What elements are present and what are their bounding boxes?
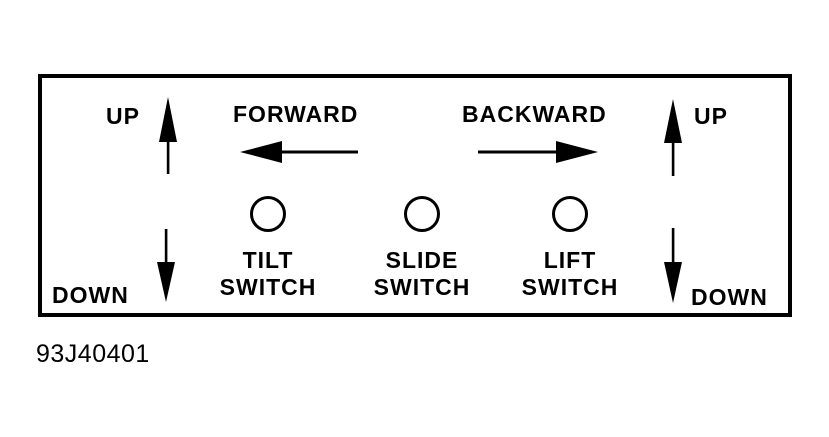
slide-switch-label-line2: SWITCH xyxy=(373,274,471,300)
down-label-left: DOWN xyxy=(52,282,129,308)
slide-switch-button xyxy=(404,196,440,232)
tilt-switch-label-line1: TILT xyxy=(242,247,294,273)
figure-code: 93J40401 xyxy=(36,340,150,368)
up-arrow-icon-right xyxy=(661,99,685,176)
tilt-switch-label: TILT SWITCH xyxy=(188,247,348,301)
forward-arrow-icon xyxy=(240,139,358,165)
tilt-switch-button xyxy=(250,196,286,232)
up-label-right: UP xyxy=(694,103,728,129)
lift-switch-label-line2: SWITCH xyxy=(521,274,619,300)
lift-switch-button xyxy=(552,196,588,232)
slide-switch-label-line1: SLIDE xyxy=(385,247,459,273)
lift-switch-label-line1: LIFT xyxy=(543,247,597,273)
down-label-right: DOWN xyxy=(691,284,768,310)
backward-arrow-icon xyxy=(478,139,598,165)
up-arrow-icon-left xyxy=(156,97,180,175)
slide-switch-label: SLIDE SWITCH xyxy=(342,247,502,301)
down-arrow-icon-left xyxy=(154,229,178,302)
down-arrow-icon-right xyxy=(661,228,685,303)
tilt-switch-label-line2: SWITCH xyxy=(219,274,317,300)
backward-label: BACKWARD xyxy=(462,101,607,127)
lift-switch-label: LIFT SWITCH xyxy=(490,247,650,301)
up-label-left: UP xyxy=(106,103,140,129)
forward-label: FORWARD xyxy=(233,101,359,127)
